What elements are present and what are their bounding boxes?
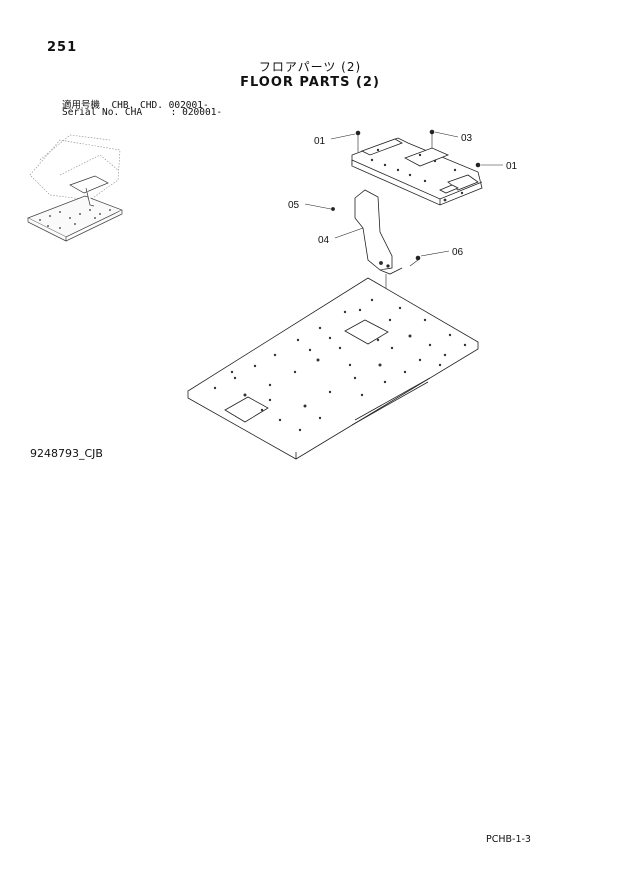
serial-number-range: Serial No. CHA : 020001- bbox=[62, 107, 223, 118]
callout-03: 03 bbox=[461, 133, 473, 144]
footer-page-code: PCHB-1-3 bbox=[486, 834, 531, 845]
floor-plate-holes bbox=[213, 298, 467, 432]
callout-05: 05 bbox=[288, 200, 300, 211]
key-map-small-parts bbox=[69, 175, 109, 207]
floor-plate bbox=[187, 277, 479, 460]
key-map-thumbnail bbox=[29, 134, 121, 201]
bolts-and-leaders bbox=[304, 129, 503, 267]
callout-01-right: 01 bbox=[506, 161, 518, 172]
page-number: 251 bbox=[47, 40, 78, 55]
key-map-floor-plate bbox=[27, 195, 123, 242]
upper-cover-plate bbox=[351, 137, 483, 206]
drawing-number: 9248793_CJB bbox=[30, 447, 103, 460]
callout-04: 04 bbox=[318, 235, 330, 246]
callout-01-left: 01 bbox=[314, 136, 326, 147]
applicable-models: 適用号機 CHB. CHD. 002001- bbox=[62, 100, 209, 111]
bracket-plate bbox=[354, 189, 403, 275]
callout-labels: 01 03 01 05 04 06 bbox=[288, 133, 518, 258]
callout-06: 06 bbox=[452, 247, 464, 258]
page-title-japanese: フロアパーツ (2) bbox=[258, 60, 362, 74]
page-title-english: FLOOR PARTS (2) bbox=[240, 75, 380, 90]
